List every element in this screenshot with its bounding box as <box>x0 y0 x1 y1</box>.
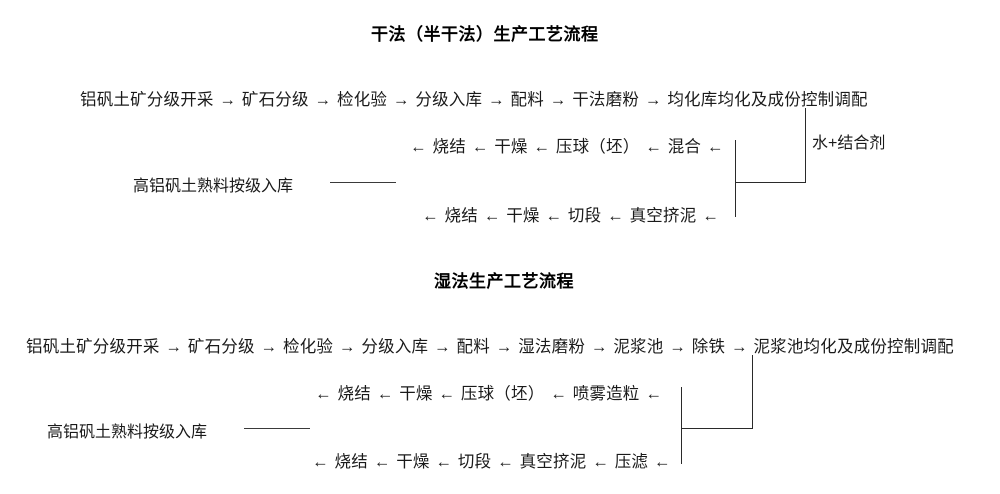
wet-main-row: 铝矾土矿分级开采 → 矿石分级 → 检化验 → 分级入库 → 配料 → 湿法磨粉… <box>26 333 954 357</box>
dry-feed-vertical-right <box>805 108 806 183</box>
section-title-wet: 湿法生产工艺流程 <box>434 272 574 291</box>
node-wet-extrude-4: 压滤 <box>614 453 649 471</box>
node-dry-main-3: 分级入库 <box>415 91 483 109</box>
dry-main-row: 铝矾土矿分级开采 → 矿石分级 → 检化验 → 分级入库 → 配料 → 干法磨粉… <box>80 86 868 110</box>
arrow-left-icon: ← <box>702 207 719 225</box>
arrow-left-icon: ← <box>435 453 453 471</box>
node-dry-extrude-1: 干燥 <box>506 207 540 225</box>
arrow-left-icon: ← <box>645 138 662 156</box>
arrow-right-icon: → <box>434 338 451 356</box>
wet-output-connector <box>244 428 310 429</box>
arrow-right-icon: → <box>338 338 356 356</box>
arrow-left-icon: ← <box>438 385 456 403</box>
arrow-left-icon: ← <box>315 385 332 403</box>
node-wet-main-2: 检化验 <box>283 338 334 356</box>
dry-additive-label: 水+结合剂 <box>812 135 886 152</box>
arrow-left-icon: ← <box>607 207 624 225</box>
node-wet-main-5: 湿法磨粉 <box>518 338 586 356</box>
node-wet-extrude-0: 烧结 <box>334 453 368 471</box>
dry-branch-horizontal <box>735 182 806 183</box>
wet-ball-row: ← 烧结 ← 干燥 ← 压球（坯） ← 喷雾造粒 ← <box>314 380 663 404</box>
node-dry-main-5: 干法磨粉 <box>572 91 640 109</box>
arrow-right-icon: → <box>392 91 410 109</box>
node-wet-extrude-2: 切段 <box>457 453 492 471</box>
arrow-right-icon: → <box>730 338 748 356</box>
node-dry-main-4: 配料 <box>510 91 544 109</box>
wet-branch-vertical-left <box>681 387 682 464</box>
wet-output-label: 高铝矾土熟料按级入库 <box>47 424 208 441</box>
node-dry-ball-3: 混合 <box>667 138 702 156</box>
section-title-dry: 干法（半干法）生产工艺流程 <box>371 25 599 44</box>
node-wet-ball-2: 压球（坯） <box>460 385 545 403</box>
node-dry-main-6: 均化库均化及成份控制调配 <box>667 91 868 109</box>
arrow-left-icon: ← <box>497 453 514 471</box>
dry-extrude-row: ← 烧结 ← 干燥 ← 切段 ← 真空挤泥 ← <box>421 202 720 226</box>
wet-feed-vertical-right <box>752 355 753 429</box>
arrow-right-icon: → <box>260 338 278 356</box>
dry-ball-row: ← 烧结 ← 干燥 ← 压球（坯） ← 混合 ← <box>409 133 725 157</box>
node-dry-extrude-2: 切段 <box>567 207 602 225</box>
arrow-left-icon: ← <box>422 207 439 225</box>
arrow-right-icon: → <box>495 338 513 356</box>
node-wet-ball-0: 烧结 <box>337 385 371 403</box>
node-wet-main-8: 泥浆池均化及成份控制调配 <box>753 338 954 356</box>
node-dry-ball-0: 烧结 <box>432 138 466 156</box>
arrow-right-icon: → <box>314 91 332 109</box>
node-wet-ball-3: 喷雾造粒 <box>572 385 640 403</box>
node-wet-main-3: 分级入库 <box>361 338 429 356</box>
arrow-left-icon: ← <box>706 138 724 156</box>
node-dry-ball-2: 压球（坯） <box>555 138 640 156</box>
arrow-left-icon: ← <box>376 385 394 403</box>
node-wet-main-0: 铝矾土矿分级开采 <box>26 338 160 356</box>
arrow-left-icon: ← <box>373 453 391 471</box>
node-dry-extrude-3: 真空挤泥 <box>629 207 697 225</box>
arrow-right-icon: → <box>219 91 237 109</box>
arrow-right-icon: → <box>590 338 608 356</box>
node-wet-extrude-3: 真空挤泥 <box>519 453 587 471</box>
node-dry-main-2: 检化验 <box>337 91 388 109</box>
dry-output-connector <box>330 182 396 183</box>
arrow-left-icon: ← <box>312 453 329 471</box>
wet-extrude-row: ← 烧结 ← 干燥 ← 切段 ← 真空挤泥 ← 压滤 ← <box>311 448 672 472</box>
arrow-right-icon: → <box>669 338 686 356</box>
arrow-left-icon: ← <box>645 385 663 403</box>
node-wet-extrude-1: 干燥 <box>396 453 430 471</box>
arrow-right-icon: → <box>549 91 567 109</box>
node-dry-main-0: 铝矾土矿分级开采 <box>80 91 214 109</box>
node-wet-main-1: 矿石分级 <box>187 338 255 356</box>
wet-branch-horizontal <box>681 428 753 429</box>
node-dry-ball-1: 干燥 <box>494 138 528 156</box>
node-dry-main-1: 矿石分级 <box>241 91 309 109</box>
dry-output-label: 高铝矾土熟料按级入库 <box>133 178 294 195</box>
arrow-left-icon: ← <box>550 385 567 403</box>
arrow-left-icon: ← <box>533 138 551 156</box>
node-wet-ball-1: 干燥 <box>399 385 433 403</box>
arrow-left-icon: ← <box>483 207 501 225</box>
node-wet-main-6: 泥浆池 <box>613 338 664 356</box>
arrow-left-icon: ← <box>592 453 609 471</box>
arrow-left-icon: ← <box>471 138 489 156</box>
node-dry-extrude-0: 烧结 <box>444 207 478 225</box>
arrow-left-icon: ← <box>653 453 671 471</box>
node-wet-main-4: 配料 <box>456 338 490 356</box>
dry-branch-vertical-left <box>735 140 736 217</box>
arrow-left-icon: ← <box>410 138 427 156</box>
arrow-right-icon: → <box>488 91 505 109</box>
node-wet-main-7: 除铁 <box>691 338 726 356</box>
arrow-right-icon: → <box>165 338 183 356</box>
arrow-right-icon: → <box>644 91 662 109</box>
arrow-left-icon: ← <box>545 207 563 225</box>
